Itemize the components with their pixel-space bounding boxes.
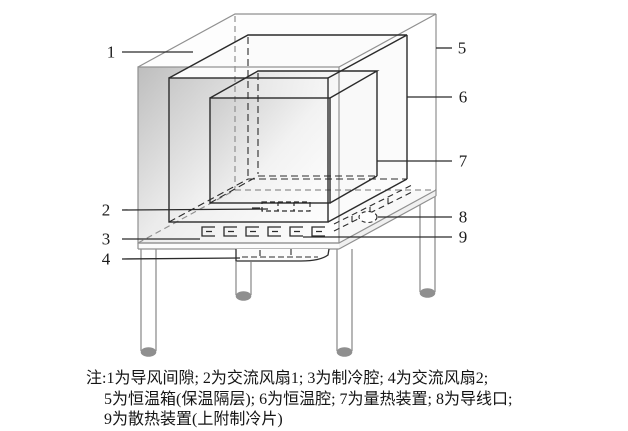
callout-8: 8 — [459, 208, 468, 227]
callout-3: 3 — [102, 230, 111, 249]
callout-4: 4 — [102, 250, 111, 269]
leader-lines — [121, 47, 452, 260]
leg-front-left — [140, 249, 157, 351]
inner-box-faces — [210, 71, 377, 203]
callout-2: 2 — [102, 201, 111, 220]
inner-box-calorimeter — [209, 70, 380, 204]
leader-2 — [121, 208, 269, 211]
foot-front-right — [336, 347, 353, 357]
ac-fan-1 — [252, 201, 311, 212]
middle-box-hidden-edges — [168, 37, 407, 223]
caption-line-2: 5为恒温箱(保温隔层); 6为恒温腔; 7为量热装置; 8为导线口; — [104, 391, 513, 408]
middle-box-thermostat-cavity — [168, 34, 408, 223]
wire-port — [358, 210, 378, 224]
callout-9: 9 — [459, 228, 468, 247]
caption-line-1: 注:1为导风间隙; 2为交流风扇1; 3为制冷腔; 4为交流风扇2; — [86, 370, 489, 387]
ac-fan-2 — [235, 248, 330, 262]
heat-sink-fins — [201, 183, 415, 237]
foot-back-left — [235, 291, 252, 301]
inner-box-hidden-edges — [209, 73, 377, 204]
callout-labels: 1 2 3 4 5 6 7 8 9 — [102, 39, 468, 269]
foot-front-left — [140, 347, 157, 357]
leg-front-right — [336, 249, 353, 351]
callout-5: 5 — [458, 39, 467, 58]
leg-back-right — [419, 197, 436, 292]
caption-line-3: 9为散热装置(上附制冷片) — [104, 411, 283, 428]
callout-6: 6 — [459, 88, 468, 107]
callout-7: 7 — [459, 152, 468, 171]
callout-1: 1 — [107, 43, 116, 62]
leader-4 — [121, 257, 241, 260]
foot-back-right — [419, 288, 436, 298]
table-legs — [140, 197, 436, 351]
support-table-edges — [137, 16, 437, 250]
leg-feet — [140, 288, 436, 357]
leg-back-left — [235, 262, 252, 295]
